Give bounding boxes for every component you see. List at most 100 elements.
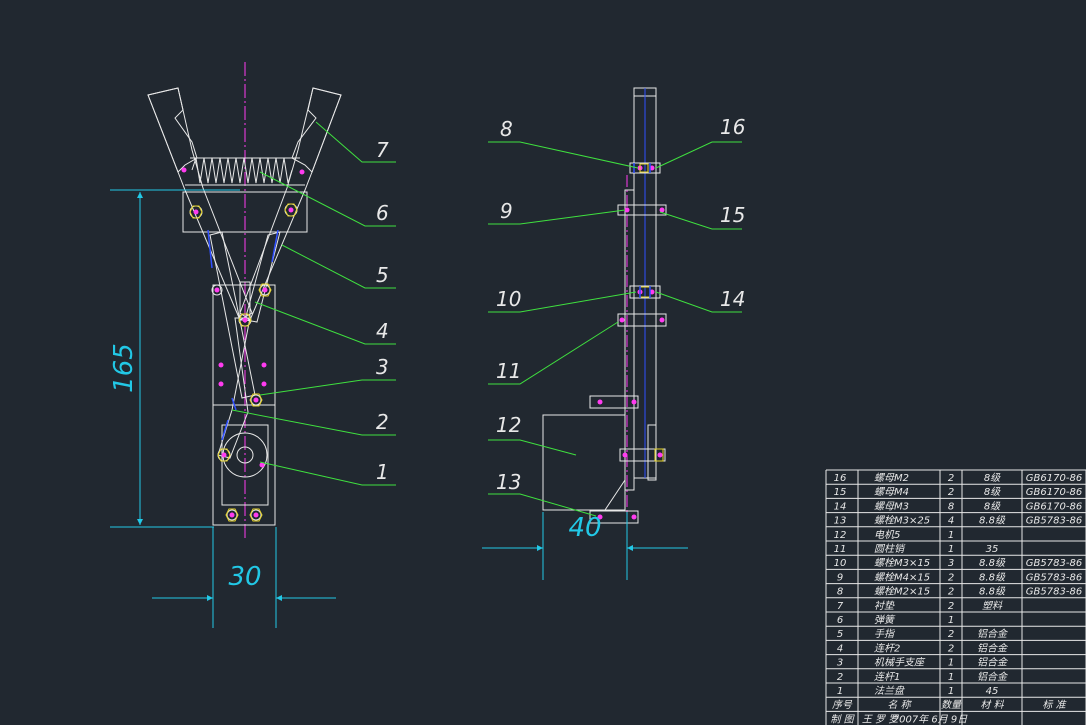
callout-5: 5	[376, 263, 389, 287]
callout-12: 12	[496, 413, 521, 437]
dim-width-left: 30	[228, 562, 261, 592]
table-cell-qty: 2	[948, 487, 954, 498]
left-jaw-pad	[147, 87, 198, 173]
callouts-right-right: 16 15 14	[720, 115, 745, 311]
flange-box	[221, 424, 269, 506]
table-cell-qty: 2	[948, 572, 954, 583]
table-cell-qty: 3	[948, 558, 954, 569]
table-cell-material: 8级	[984, 472, 1001, 484]
table-footer-date: 2007年 6月 9日	[893, 713, 969, 725]
table-cell-std: GB5783-86	[1026, 572, 1082, 583]
table-cell-qty: 2	[948, 587, 954, 598]
callout-6: 6	[376, 201, 389, 225]
table-cell-qty: 2	[948, 601, 954, 612]
table-cell-no: 5	[837, 629, 843, 640]
table-cell-std: GB5783-86	[1026, 516, 1082, 527]
table-cell-name: 螺母M4	[874, 486, 909, 498]
table-cell-no: 13	[834, 516, 847, 527]
table-cell-no: 1	[837, 686, 843, 697]
table-cell-material: 8.8级	[979, 571, 1006, 583]
table-header-std: 标 准	[1042, 699, 1066, 711]
callouts-left: 7 6 5 4 3 2 1	[376, 138, 389, 484]
table-cell-qty: 1	[948, 615, 954, 626]
callouts-right-left: 8 9 10 11 12 13	[496, 117, 521, 494]
hole-markers	[181, 167, 305, 518]
spring	[191, 157, 293, 184]
motor-12	[542, 414, 626, 511]
table-cell-qty: 1	[948, 686, 954, 697]
table-cell-material: 8.8级	[979, 515, 1006, 527]
left-finger	[147, 87, 253, 321]
callout-4: 4	[376, 319, 389, 343]
table-cell-std: GB6170-86	[1026, 501, 1082, 512]
table-cell-no: 10	[834, 558, 847, 569]
table-cell-name: 圆柱销	[874, 543, 906, 555]
table-cell-material: 铝合金	[977, 628, 1009, 640]
callout-7: 7	[376, 138, 389, 162]
callout-9: 9	[500, 199, 513, 223]
table-cell-name: 连杆2	[874, 642, 900, 654]
callout-15: 15	[720, 203, 745, 227]
table-cell-name: 螺栓M4×15	[874, 571, 930, 583]
table-cell-no: 4	[837, 643, 843, 654]
table-cell-no: 16	[834, 473, 847, 484]
table-cell-no: 12	[834, 530, 847, 541]
nut-hex	[189, 203, 298, 522]
table-cell-qty: 2	[948, 473, 954, 484]
front-view	[110, 62, 396, 628]
table-cell-qty: 1	[948, 544, 954, 555]
table-cell-material: 铝合金	[977, 657, 1009, 669]
table-cell-name: 连杆1	[874, 671, 900, 683]
callout-8: 8	[500, 117, 513, 141]
callout-1: 1	[376, 460, 389, 484]
dimension-lines	[110, 189, 336, 628]
table-cell-name: 衬垫	[874, 600, 895, 612]
table-cell-no: 15	[834, 487, 847, 498]
callout-13: 13	[496, 470, 521, 494]
table-header-material: 材 料	[980, 699, 1004, 711]
table-cell-qty: 2	[948, 643, 954, 654]
table-cell-name: 手指	[874, 628, 896, 640]
table-cell-material: 8.8级	[979, 557, 1006, 569]
table-cell-std: GB6170-86	[1026, 487, 1082, 498]
table-cell-material: 35	[986, 544, 999, 555]
table-cell-no: 14	[834, 501, 847, 512]
table-cell-std: GB5783-86	[1026, 587, 1082, 598]
callout-10: 10	[496, 287, 521, 311]
dim-height: 165	[109, 343, 139, 393]
side-support	[624, 189, 635, 491]
upper-plate	[182, 191, 308, 233]
table-cell-no: 9	[837, 572, 843, 583]
table-cell-no: 3	[837, 658, 843, 669]
table-cell-no: 8	[837, 587, 843, 598]
dim-width-right: 40	[568, 513, 601, 543]
callout-2: 2	[376, 410, 389, 434]
callout-3: 3	[376, 355, 389, 379]
callout-16: 16	[720, 115, 745, 139]
table-cell-no: 11	[834, 544, 847, 555]
table-cell-name: 机械手支座	[874, 657, 926, 669]
table-cell-qty: 2	[948, 629, 954, 640]
callout-11: 11	[496, 359, 521, 383]
side-dimension-lines	[482, 512, 688, 580]
table-cell-qty: 1	[948, 530, 954, 541]
table-footer-person: 王 罗 罗	[862, 714, 899, 725]
table-cell-name: 螺母M3	[874, 500, 909, 512]
table-cell-material: 45	[986, 686, 999, 697]
hidden-lines	[207, 229, 279, 441]
table-header-name: 名 称	[887, 699, 912, 711]
table-cell-name: 螺栓M3×15	[874, 557, 930, 569]
table-cell-qty: 8	[948, 501, 954, 512]
table-header-no: 序号	[832, 699, 853, 711]
table-cell-name: 电机5	[874, 529, 900, 541]
table-cell-qty: 4	[948, 516, 954, 527]
table-cell-qty: 1	[948, 658, 954, 669]
table-cell-qty: 1	[948, 672, 954, 683]
table-cell-name: 法兰盘	[874, 685, 905, 697]
table-cell-material: 8级	[984, 486, 1001, 498]
table-cell-material: 铝合金	[977, 642, 1009, 654]
table-cell-no: 6	[837, 615, 843, 626]
table-cell-no: 7	[837, 601, 844, 612]
